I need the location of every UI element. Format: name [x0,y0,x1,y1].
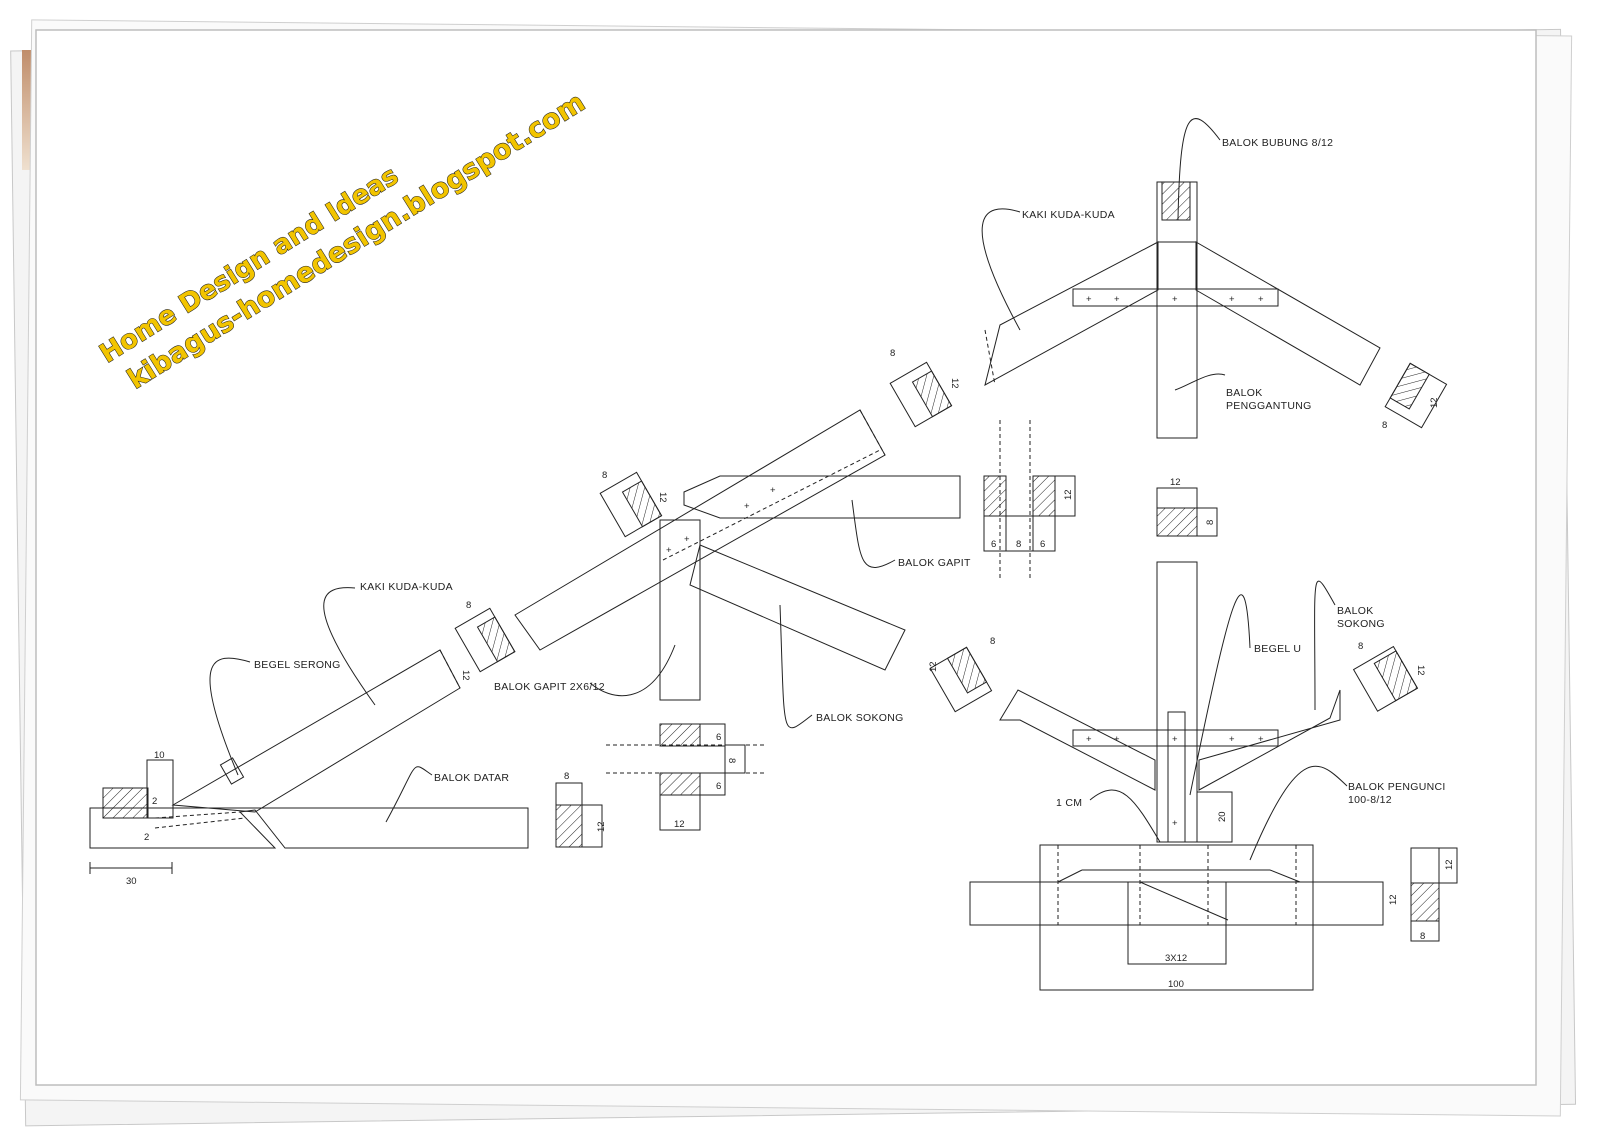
dim-12-gapit: 12 [674,819,685,830]
label-balok-datar: BALOK DATAR [434,772,509,784]
dim-12-bub: 12 [1170,477,1181,488]
dim-8-datar: 8 [564,771,569,782]
dim-6d: 6 [716,781,721,792]
svg-text:+: + [1114,734,1120,745]
svg-text:+: + [1114,294,1120,305]
label-begel-u: BEGEL U [1254,643,1301,655]
svg-text:+: + [770,485,776,496]
svg-text:+: + [1086,294,1092,305]
dim-12-sr: 12 [1415,665,1426,676]
label-balok-bubung: BALOK BUBUNG 8/12 [1222,137,1333,149]
left-support-detail: 30 10 2 2 8 12 8 12 [89,600,607,887]
dim-8-kaki: 8 [466,600,471,611]
label-balok-gapit: BALOK GAPIT [898,557,971,569]
paper-stack [10,19,1577,1127]
dim-12-pk1: 12 [1444,859,1455,870]
ridge-detail: + + + + + 8 12 12 8 12 8 [889,181,1448,537]
leader-lines [209,118,1348,861]
dim-12-datar: 12 [596,821,607,832]
dim-2a: 2 [152,796,157,807]
dim-12-topmid: 12 [949,378,960,389]
label-kaki-kuda-top: KAKI KUDA-KUDA [1022,209,1115,221]
dim-8-tr: 8 [1382,420,1387,431]
label-sokong-right-2: SOKONG [1337,618,1385,630]
mid-rafter-detail: + + + + 8 12 6 8 6 12 6 8 6 12 [514,409,1076,831]
dim-8-topmid: 8 [890,348,895,359]
dim-12-kaki: 12 [460,670,471,681]
svg-text:+: + [1229,294,1235,305]
dim-100: 100 [1168,979,1184,990]
dim-12-sl: 12 [928,661,939,672]
dim-8-bub: 8 [1205,520,1216,525]
dim-12-tr: 12 [1429,397,1440,408]
label-penggantung-2: PENGGANTUNG [1226,400,1312,412]
dim-12-pk2: 12 [1388,894,1399,905]
dim-6b: 6 [1040,539,1045,550]
dim-8c: 8 [726,758,737,763]
dim-30: 30 [126,876,137,887]
svg-text:+: + [1172,734,1178,745]
label-kaki-kuda-left: KAKI KUDA-KUDA [360,581,453,593]
label-balok-gapit-2x6: BALOK GAPIT 2X6/12 [494,681,605,693]
svg-text:+: + [1172,818,1178,829]
dim-12-top: 12 [657,492,668,503]
label-balok-sokong-mid: BALOK SOKONG [816,712,904,724]
svg-text:+: + [666,545,672,556]
dim-10: 10 [154,750,165,761]
dim-20: 20 [1217,811,1228,822]
dim-6c: 6 [716,732,721,743]
dim-12-gapit2: 12 [1063,489,1074,500]
label-1cm: 1 CM [1056,797,1082,809]
label-pengunci-2: 100-8/12 [1348,794,1392,806]
callout-labels: BALOK BUBUNG 8/12 KAKI KUDA-KUDA BALOK P… [254,137,1446,809]
svg-text:+: + [1086,734,1092,745]
dim-8b: 8 [1016,539,1021,550]
svg-text:+: + [1258,294,1264,305]
dim-8-sr: 8 [1358,641,1363,652]
svg-text:+: + [744,501,750,512]
label-sokong-right-1: BALOK [1337,605,1374,617]
svg-text:+: + [1172,294,1178,305]
dim-3x12: 3X12 [1165,953,1187,964]
svg-text:+: + [1258,734,1264,745]
dim-8-top: 8 [602,470,607,481]
label-penggantung-1: BALOK [1226,387,1263,399]
dim-6a: 6 [991,539,996,550]
svg-text:+: + [1229,734,1235,745]
label-begel-serong: BEGEL SERONG [254,659,341,671]
dim-8-sl: 8 [990,636,995,647]
label-pengunci-1: BALOK PENGUNCI [1348,781,1446,793]
kingpost-detail: + + + + + 20 + 3X12 100 12 8 8 12 [928,561,1458,991]
svg-text:+: + [684,534,690,545]
dim-2b: 2 [144,832,149,843]
dim-8-pk: 8 [1420,931,1425,942]
